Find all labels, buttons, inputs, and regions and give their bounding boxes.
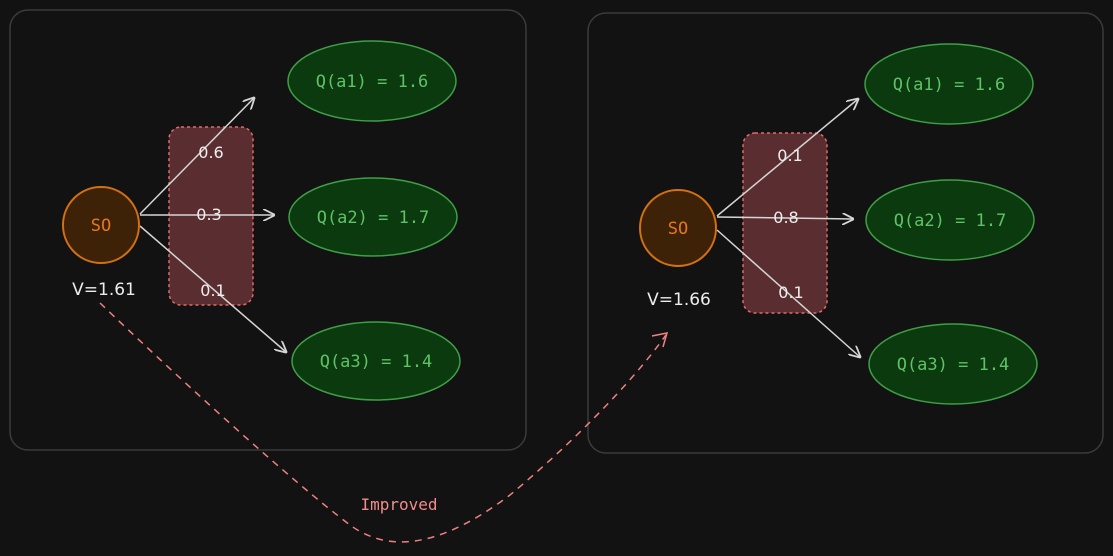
improvement-label: Improved (360, 495, 437, 514)
improvement-arrowhead (651, 332, 669, 348)
edge-before-a1 (139, 98, 254, 215)
probability-label-after-a3: 0.1 (778, 283, 803, 302)
q-node-before-a2 (288, 177, 458, 257)
q-label-before-a3: Q(a3) = 1.4 (320, 352, 433, 372)
improvement-arrow (99, 302, 667, 543)
edge-after-a1 (716, 99, 858, 217)
value-label-before: V=1.61 (72, 280, 136, 300)
panel-after: 0.1 0.8 0.1 SO V=1.66 Q(a1) = 1.6 Q(a2) … (587, 12, 1104, 454)
probability-label-before-a3: 0.1 (200, 281, 225, 300)
state-label-after: SO (668, 219, 688, 239)
q-label-before-a1: Q(a1) = 1.6 (316, 72, 429, 92)
q-node-after-a2 (865, 179, 1035, 261)
probability-box-after (742, 132, 828, 314)
q-node-before-a1 (287, 40, 457, 122)
state-node-after (639, 189, 717, 267)
panel-after-frame (587, 12, 1104, 454)
probability-box-before (168, 126, 254, 306)
q-node-before-a3 (291, 321, 461, 401)
edge-after-a2 (716, 217, 853, 219)
panel-before-frame (9, 9, 527, 451)
q-node-after-a1 (864, 43, 1034, 125)
q-label-before-a2: Q(a2) = 1.7 (317, 208, 430, 228)
q-label-after-a1: Q(a1) = 1.6 (893, 75, 1006, 95)
edge-before-a3 (139, 225, 286, 352)
q-label-after-a3: Q(a3) = 1.4 (897, 355, 1010, 375)
q-node-after-a3 (868, 323, 1038, 405)
q-label-after-a2: Q(a2) = 1.7 (894, 211, 1007, 231)
probability-label-before-a1: 0.6 (198, 143, 223, 162)
probability-label-after-a2: 0.8 (773, 208, 798, 227)
value-label-after: V=1.66 (647, 290, 711, 310)
probability-label-after-a1: 0.1 (777, 146, 802, 165)
improvement-connector: Improved (99, 302, 669, 543)
panel-before: 0.6 0.3 0.1 SO V=1.61 Q(a1) = 1.6 Q(a2) … (9, 9, 527, 451)
probability-label-before-a2: 0.3 (196, 205, 221, 224)
state-label-before: SO (91, 216, 111, 236)
edge-after-a3 (716, 229, 860, 357)
state-node-before (62, 186, 140, 264)
